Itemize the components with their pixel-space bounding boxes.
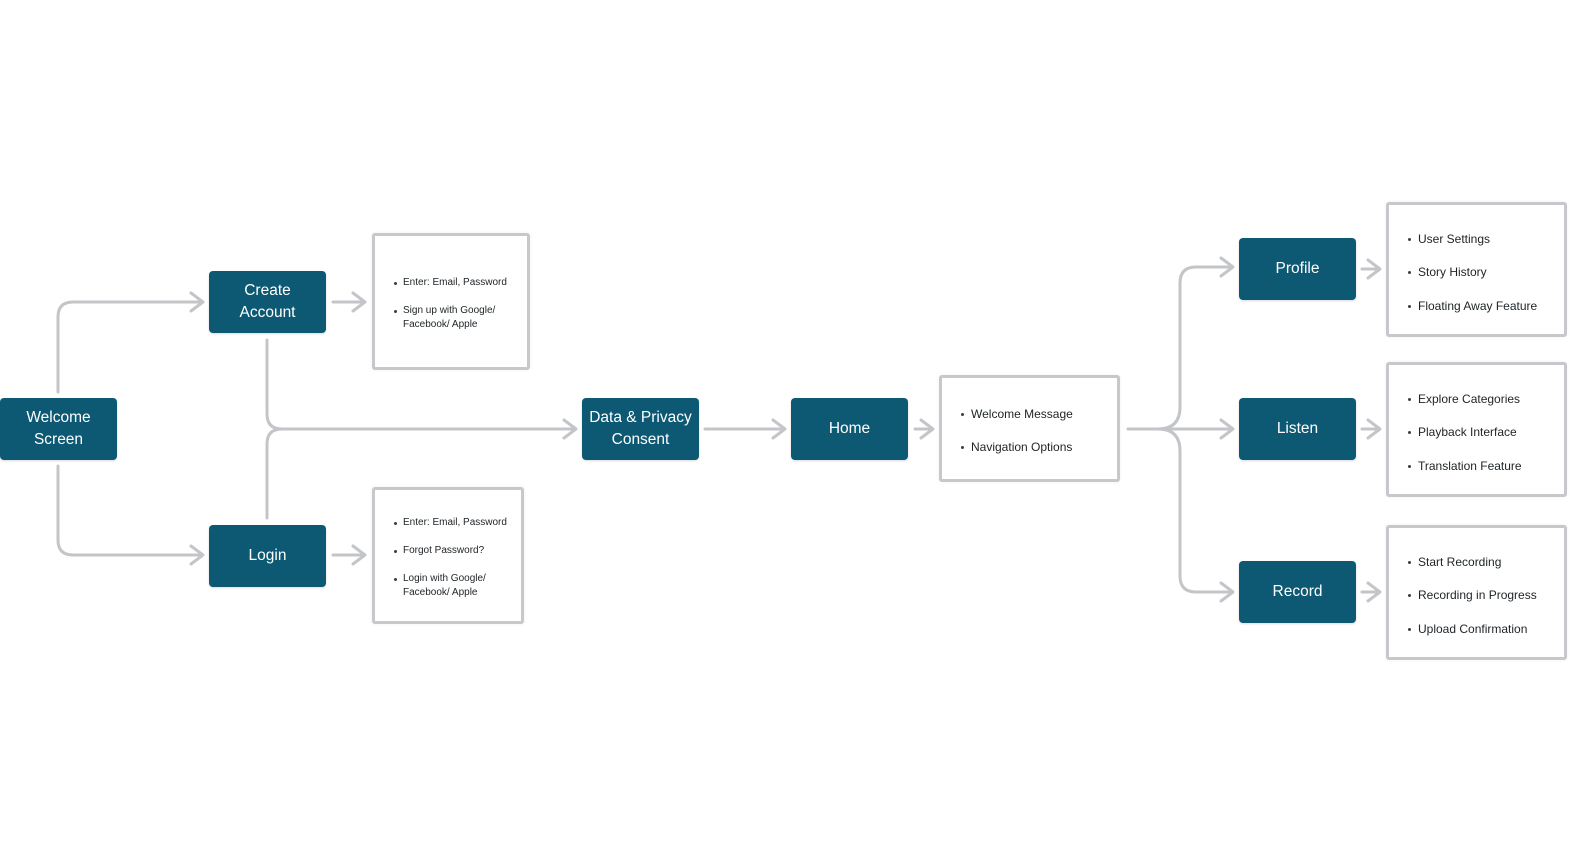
data-privacy-consent-label: Data & Privacy Consent [589,408,692,449]
data-privacy-consent-node: Data & Privacy Consent [582,398,699,460]
arrowhead-home [771,418,787,440]
list-item: Sign up with Google/ Facebook/ Apple [394,304,507,332]
list-item: Start Recording [1407,555,1502,569]
arrowhead-create-account [189,291,205,313]
profile-label: Profile [1275,259,1320,277]
arrowhead-login-card [351,544,367,566]
arrowhead-login [189,544,205,566]
list-item: Enter: Email, Password [394,277,507,288]
list-item: Explore Categories [1407,392,1521,406]
arrowhead-home-card [919,418,935,440]
arrowhead-consent [562,418,578,440]
login-card: Enter: Email, Password Forgot Password? … [372,487,524,624]
create-account-card: Enter: Email, Password Sign up with Goog… [372,233,530,370]
arrowhead-listen-card [1366,418,1382,440]
list-item: Login with Google/ Facebook/ Apple [394,572,501,600]
connector-welcome-to-login [56,464,202,557]
list-item: Story History [1408,265,1487,279]
listen-label: Listen [1276,419,1319,437]
welcome-screen-label: Welcome Screen [26,408,91,449]
list-item: Playback Interface [1408,425,1517,439]
login-node: Login [209,525,326,587]
welcome-screen-node: Welcome Screen [0,398,117,460]
arrowhead-create-account-card [351,291,367,313]
profile-card: User Settings Story History Floating Awa… [1386,202,1567,337]
list-item: User Settings [1407,232,1491,246]
listen-node: Listen [1239,398,1356,460]
arrowhead-record [1219,581,1235,603]
arrowhead-record-card [1366,581,1382,603]
create-account-node: Create Account [209,271,326,333]
arrowhead-profile [1219,256,1235,278]
list-item: Navigation Options [960,440,1073,454]
home-label: Home [828,419,871,437]
connector-branch-to-record [1156,427,1232,594]
arrowhead-listen [1219,418,1235,440]
listen-card: Explore Categories Playback Interface Tr… [1386,362,1567,497]
list-item: Enter: Email, Password [394,517,507,528]
home-node: Home [791,398,908,460]
list-item: Floating Away Feature [1407,299,1538,313]
list-item: Translation Feature [1408,459,1522,473]
create-account-label: Create Account [239,281,296,322]
profile-node: Profile [1239,238,1356,300]
record-node: Record [1239,561,1356,623]
connector-login-to-consent [265,427,284,520]
home-card: Welcome Message Navigation Options [939,375,1120,482]
connector-welcome-to-create-account [56,300,202,394]
record-card: Start Recording Recording in Progress Up… [1386,525,1567,660]
record-label: Record [1272,582,1323,600]
list-item: Upload Confirmation [1407,622,1528,636]
connector-branch-to-profile [1156,265,1232,431]
list-item: Forgot Password? [393,545,485,556]
arrowhead-profile-card [1366,258,1382,280]
list-item: Recording in Progress [1408,588,1537,602]
list-item: Welcome Message [961,407,1073,421]
login-label: Login [248,546,287,564]
